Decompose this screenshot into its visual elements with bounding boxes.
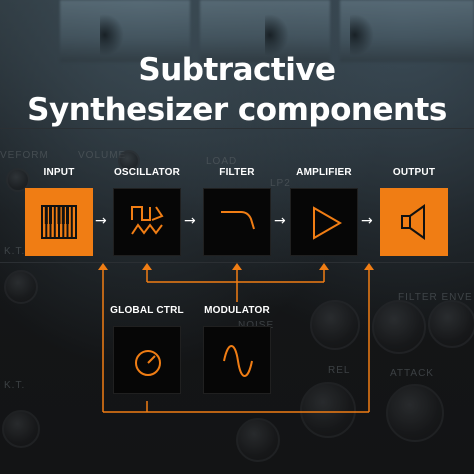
bg-knob: [386, 384, 444, 442]
global-ctrl-module: [113, 326, 181, 394]
oscillator-label: OSCILLATOR: [113, 167, 181, 178]
bg-knob: [428, 300, 474, 348]
input-label: INPUT: [43, 167, 75, 178]
oscillator-waves-icon: [131, 206, 164, 235]
amplifier-triangle-icon: [313, 206, 343, 240]
bg-label: ATTACK: [390, 368, 434, 379]
flow-arrow: →: [95, 213, 107, 229]
piano-keys-icon: [41, 205, 77, 239]
bg-knob: [310, 300, 360, 350]
bg-label: REL: [328, 365, 351, 376]
bg-label: NOISE: [238, 320, 274, 331]
bg-divider: [0, 128, 474, 129]
bg-label: VEFORM: [0, 150, 49, 161]
bg-screen: [60, 0, 190, 62]
bg-knob: [2, 410, 40, 448]
arrowhead: [232, 263, 242, 270]
amplifier-label: AMPLIFIER: [296, 167, 352, 178]
bg-label: K.T.: [4, 380, 26, 391]
bg-knob: [236, 418, 280, 462]
sine-wave-icon: [223, 345, 253, 377]
bg-knob: [4, 270, 38, 304]
bg-knob: [6, 168, 30, 192]
title-line-1: Subtractive: [138, 52, 336, 88]
flow-arrow: →: [274, 213, 286, 229]
modulator-label: MODULATOR: [204, 305, 270, 316]
knob-icon: [135, 350, 161, 376]
speaker-icon: [401, 204, 425, 240]
global-ctrl-label: GLOBAL CTRL: [110, 305, 184, 316]
bg-waveform: [265, 14, 289, 56]
title: Subtractive Synthesizer components: [0, 50, 474, 130]
bg-knob: [372, 300, 426, 354]
arrowhead: [364, 263, 374, 270]
bg-knob: [300, 382, 356, 438]
modulator-module: [203, 326, 271, 394]
arrowhead: [319, 263, 329, 270]
amplifier-module: [290, 188, 358, 256]
filter-label: FILTER: [219, 167, 255, 178]
output-module: [380, 188, 448, 256]
bg-label: LOAD: [206, 156, 238, 167]
oscillator-module: [113, 188, 181, 256]
bg-label: VOLUME: [78, 150, 127, 161]
arrowhead: [142, 263, 152, 270]
flow-arrow: →: [184, 213, 196, 229]
bg-label: FILTER ENVE: [398, 292, 473, 303]
bg-divider: [0, 262, 474, 263]
title-line-2: Synthesizer components: [27, 92, 447, 128]
flow-arrow: →: [361, 213, 373, 229]
bg-waveform: [100, 14, 124, 56]
filter-module: [203, 188, 271, 256]
bg-knob: [118, 150, 140, 172]
lowpass-curve-icon: [221, 211, 255, 230]
arrowhead: [98, 263, 108, 270]
output-label: OUTPUT: [392, 167, 436, 178]
bg-waveform: [350, 14, 374, 56]
bg-label: LP2: [270, 178, 291, 189]
input-module: [25, 188, 93, 256]
bg-label: K.T.: [4, 246, 26, 257]
